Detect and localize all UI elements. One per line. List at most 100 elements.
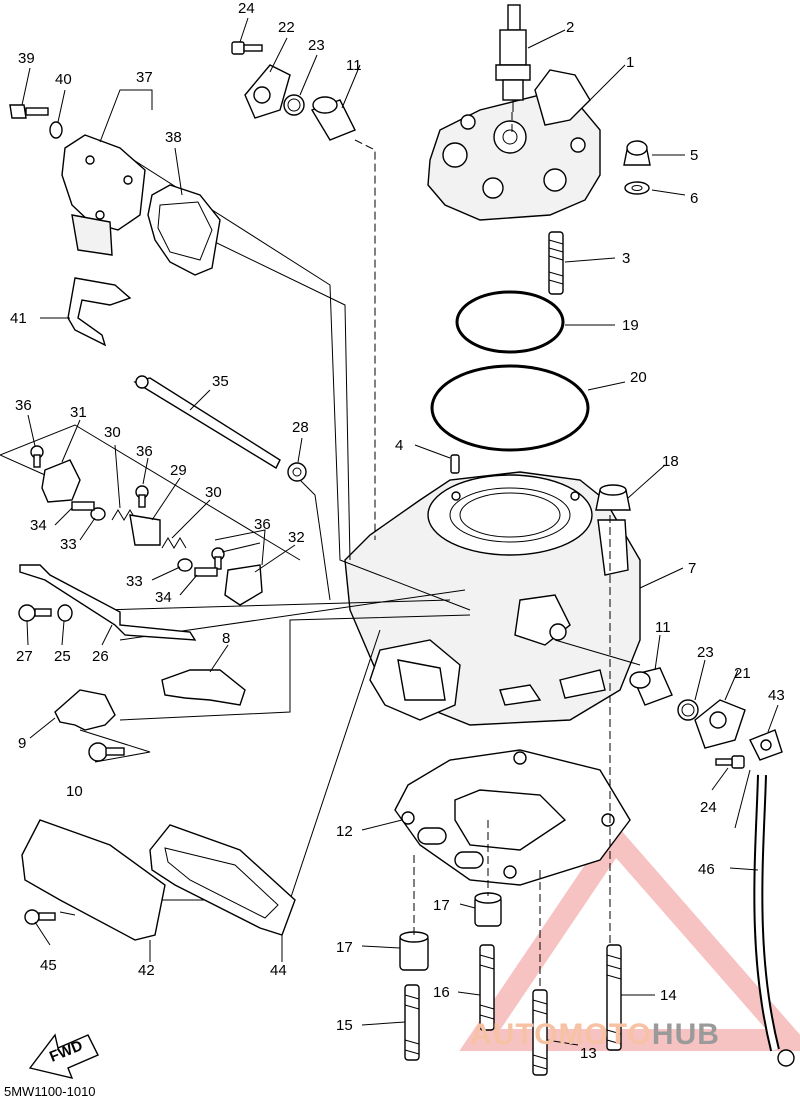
callout-18: 18 <box>662 453 679 470</box>
screw-34-a[interactable] <box>71 501 95 511</box>
watermark-triangle <box>459 822 800 1051</box>
callout-9: 9 <box>18 735 26 752</box>
callout-26: 26 <box>92 648 109 665</box>
screw-36-c[interactable] <box>211 547 225 570</box>
stud-bolt-long-a[interactable] <box>532 989 548 1076</box>
washer-25[interactable] <box>57 604 73 622</box>
cover-8[interactable] <box>161 669 246 706</box>
cylinder-head[interactable] <box>427 69 601 221</box>
callout-46: 46 <box>698 861 715 878</box>
holder-22[interactable] <box>244 64 291 119</box>
callout-8: 8 <box>222 630 230 647</box>
bolt-39[interactable] <box>9 104 49 119</box>
bolt-24-top[interactable] <box>231 41 263 55</box>
washer-28[interactable] <box>287 462 307 482</box>
gasket-38[interactable] <box>147 184 221 276</box>
callout-42: 42 <box>138 962 155 979</box>
cylinder-block[interactable] <box>344 471 641 726</box>
callout-10: 10 <box>66 783 83 800</box>
leader-lines <box>0 17 779 1046</box>
bolt-10[interactable] <box>88 742 125 762</box>
callout-11-right: 11 <box>655 619 671 636</box>
valve-cover-37[interactable] <box>61 134 146 256</box>
callout-37: 37 <box>136 69 153 86</box>
callout-labels: 1 2 3 4 5 6 7 8 9 10 11 11 12 13 14 15 1… <box>10 0 785 1062</box>
o-ring-small[interactable] <box>455 290 565 354</box>
lever-29[interactable] <box>129 514 161 546</box>
watermark-part-a: AUTOMOTO <box>470 1018 652 1051</box>
lever-31[interactable] <box>41 459 81 503</box>
callout-38: 38 <box>165 129 182 146</box>
dowel-pin[interactable] <box>450 454 460 474</box>
callout-2: 2 <box>566 19 574 36</box>
callout-43: 43 <box>768 687 785 704</box>
lever-32[interactable] <box>224 564 263 606</box>
screw-34-b[interactable] <box>194 567 218 577</box>
valve-shaft-35[interactable] <box>133 375 281 469</box>
callout-39: 39 <box>18 50 35 67</box>
pin-11-right[interactable] <box>629 667 673 706</box>
callout-36-a: 36 <box>15 397 32 414</box>
spark-plug[interactable] <box>495 4 531 112</box>
callout-4: 4 <box>395 437 403 454</box>
stud-bolt-short-b[interactable] <box>479 944 495 1031</box>
callout-13: 13 <box>580 1045 597 1062</box>
callout-5: 5 <box>690 147 698 164</box>
bolt-27[interactable] <box>18 604 52 622</box>
screw-36-a[interactable] <box>30 445 44 468</box>
spring-30-a[interactable] <box>111 509 137 521</box>
screw-45[interactable] <box>24 909 56 925</box>
callout-44: 44 <box>270 962 287 979</box>
linkage-rod-26[interactable] <box>19 564 197 641</box>
o-ring-large[interactable] <box>430 364 590 452</box>
callout-15: 15 <box>336 1017 353 1034</box>
bracket-41[interactable] <box>67 277 132 347</box>
bracket-9[interactable] <box>54 689 116 731</box>
washer[interactable] <box>624 181 650 195</box>
spring-30-b[interactable] <box>161 537 187 549</box>
callout-16: 16 <box>433 984 450 1001</box>
stud-bolt[interactable] <box>548 231 564 295</box>
watermark-part-b: HUB <box>651 1018 720 1051</box>
washer-33-a[interactable] <box>90 507 106 521</box>
callout-17-b: 17 <box>336 939 353 956</box>
washer-33-b[interactable] <box>177 558 193 572</box>
watermark-text: AUTOMOTOHUB <box>470 1018 720 1052</box>
collar-a[interactable] <box>399 931 429 971</box>
callout-11-top: 11 <box>346 57 362 74</box>
callout-23-right: 23 <box>697 644 714 661</box>
callout-36-c: 36 <box>254 516 271 533</box>
o-ring-23-right[interactable] <box>677 699 699 721</box>
hose-46[interactable] <box>753 774 795 1067</box>
callout-45: 45 <box>40 957 57 974</box>
cover-42[interactable] <box>21 819 166 941</box>
callout-34-b: 34 <box>155 589 172 606</box>
collar-b[interactable] <box>474 892 502 927</box>
callout-29: 29 <box>170 462 187 479</box>
callout-25: 25 <box>54 648 71 665</box>
callout-33-a: 33 <box>60 536 77 553</box>
gasket-44[interactable] <box>149 824 296 936</box>
cylinder-cap-nut[interactable] <box>595 484 631 511</box>
o-ring-23-top[interactable] <box>283 94 305 116</box>
callout-31: 31 <box>70 404 87 421</box>
callout-12: 12 <box>336 823 353 840</box>
callout-32: 32 <box>288 529 305 546</box>
stud-bolt-long-b[interactable] <box>606 944 622 1051</box>
holder-21[interactable] <box>694 699 746 749</box>
cylinder-base-gasket[interactable] <box>394 749 631 886</box>
fitting-43[interactable] <box>749 729 783 761</box>
callout-20: 20 <box>630 369 647 386</box>
callout-24-top: 24 <box>238 0 255 17</box>
screw-36-b[interactable] <box>135 485 149 508</box>
washer-40[interactable] <box>49 121 63 139</box>
cap-nut[interactable] <box>623 140 651 166</box>
callout-27: 27 <box>16 648 33 665</box>
callout-7: 7 <box>688 560 696 577</box>
stud-bolt-short-a[interactable] <box>404 984 420 1061</box>
pin-11-top[interactable] <box>310 96 356 141</box>
callout-22: 22 <box>278 19 295 36</box>
bolt-24-right[interactable] <box>715 755 745 769</box>
callout-33-b: 33 <box>126 573 143 590</box>
